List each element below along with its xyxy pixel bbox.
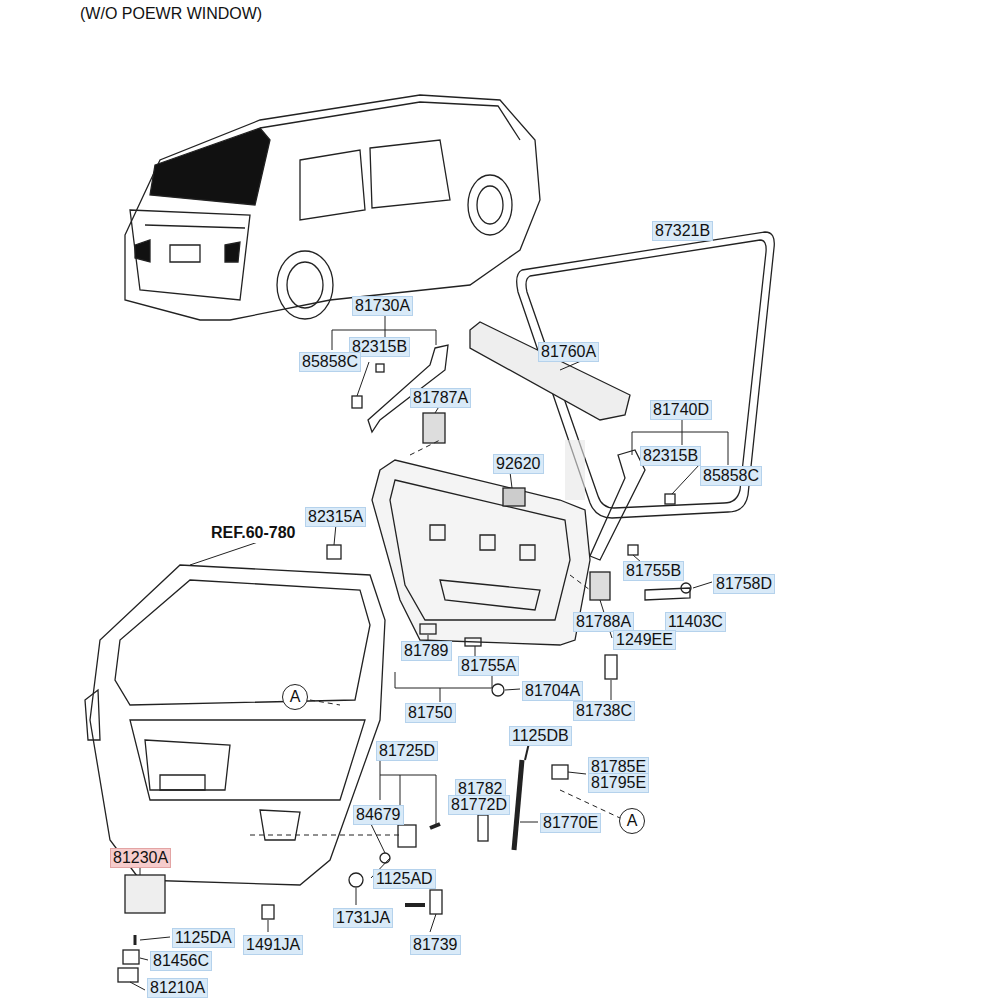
part-number: 84679: [353, 805, 404, 825]
vehicle-drawing: [125, 95, 540, 320]
part-number: 85858C: [299, 352, 361, 372]
part-number: 87321B: [652, 221, 713, 241]
part-number: 81738C: [573, 701, 635, 721]
part-number: 81230A: [110, 848, 171, 868]
part-number: 1249EE: [613, 630, 676, 650]
part-number: 81704A: [522, 681, 583, 701]
inner-trim-panel: [372, 460, 590, 645]
part-number: 81795E: [588, 773, 649, 793]
reference-letter: A: [627, 812, 638, 830]
part-number: 81760A: [538, 342, 599, 362]
tailgate-panel: [85, 565, 385, 885]
part-number: 81755A: [458, 656, 519, 676]
part-number: 81730A: [352, 296, 413, 316]
reference-note: REF.60-780: [208, 523, 299, 543]
part-number: 1125AD: [373, 869, 436, 889]
part-number: 81789: [401, 641, 452, 661]
part-number: 81740D: [650, 400, 712, 420]
reference-circle: A: [282, 684, 308, 710]
part-number: 81758D: [713, 574, 775, 594]
part-number: 1491JA: [243, 935, 303, 955]
part-number: 81456C: [150, 951, 212, 971]
part-number: 1731JA: [333, 908, 393, 928]
part-number: 81750: [405, 703, 456, 723]
part-number: 85858C: [700, 466, 762, 486]
part-number: 1125DB: [509, 726, 572, 746]
reference-circle: A: [619, 808, 645, 834]
part-number: 81772D: [448, 795, 510, 815]
part-number: 11403C: [665, 612, 726, 632]
small-parts: [118, 364, 691, 982]
upper-trim: [470, 322, 630, 420]
part-number: 81787A: [410, 388, 471, 408]
part-number: 82315A: [305, 507, 366, 527]
part-number: 1125DA: [172, 928, 235, 948]
part-number: 81788A: [573, 612, 634, 632]
part-number: 92620: [493, 454, 544, 474]
part-number: 82315B: [640, 446, 701, 466]
part-number: 81770E: [540, 813, 601, 833]
diagram-title: (W/O POEWR WINDOW): [80, 5, 262, 23]
part-number: 81210A: [147, 978, 208, 998]
watermark-shape: [565, 440, 585, 500]
part-number: 81725D: [376, 741, 438, 761]
part-number: 81755B: [623, 561, 684, 581]
leader-lines: [130, 315, 728, 990]
side-trim-right: [590, 450, 645, 560]
part-number: 81739: [410, 935, 461, 955]
reference-letter: A: [290, 688, 301, 706]
